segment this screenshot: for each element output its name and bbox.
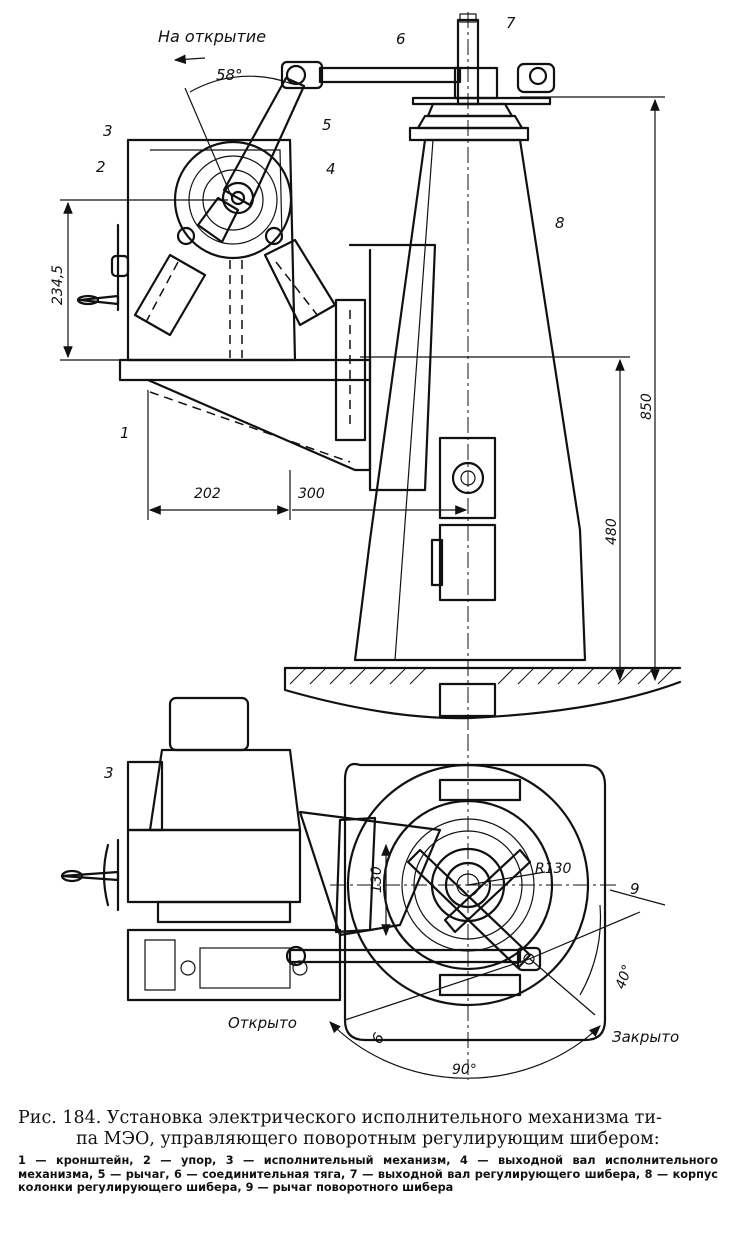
angle-58-label: 58° bbox=[216, 66, 243, 84]
callout-8: 8 bbox=[555, 214, 565, 232]
shutter-lever-plate bbox=[411, 96, 552, 106]
mount-plate-plan bbox=[126, 928, 342, 1002]
plan-view bbox=[60, 696, 666, 1080]
column-body bbox=[353, 138, 587, 662]
direction-arrow bbox=[173, 54, 206, 65]
motor-body bbox=[148, 748, 302, 832]
angle-90-arc bbox=[329, 1021, 601, 1079]
housing-leg-left bbox=[133, 253, 207, 337]
open-label: Открыто bbox=[228, 1014, 297, 1032]
callout-9: 9 bbox=[630, 880, 640, 898]
caption-title-line1: Рис. 184. Установка электрического испол… bbox=[18, 1108, 662, 1128]
callout-3-plan: 3 bbox=[104, 764, 114, 782]
connecting-rod bbox=[318, 66, 462, 84]
shutter-base bbox=[343, 762, 607, 1042]
actuator-housing bbox=[126, 138, 297, 362]
caption-title: Рис. 184. Установка электрического испол… bbox=[18, 1108, 718, 1150]
column-clamp bbox=[438, 436, 497, 520]
callout-6-plan: 6 bbox=[368, 1030, 388, 1047]
dimension-850: 850 bbox=[639, 393, 655, 420]
labels: На открытие 58° 3 2 4 5 6 7 8 1 202 300 … bbox=[50, 14, 679, 1078]
callout-4: 4 bbox=[326, 160, 336, 178]
angle-40: 40° bbox=[613, 963, 637, 992]
handwheel bbox=[110, 254, 130, 278]
mounting-plate bbox=[348, 243, 437, 492]
caption-legend: 1 — кронштейн, 2 — упор, 3 — исполнитель… bbox=[18, 1154, 718, 1194]
dimension-234: 234,5 bbox=[50, 265, 66, 305]
caption-title-line2: па МЭО, управляющего поворотным регулиру… bbox=[76, 1129, 660, 1149]
actuator-lever-5 bbox=[222, 76, 306, 207]
dimension-130: 130 bbox=[369, 866, 385, 893]
elevation-view bbox=[60, 12, 682, 750]
closed-label: Закрыто bbox=[612, 1028, 679, 1046]
shutter-disk bbox=[346, 763, 590, 1007]
direction-label: На открытие bbox=[158, 27, 266, 46]
column-top-flange bbox=[408, 126, 530, 142]
radius-130: R130 bbox=[535, 861, 572, 877]
angle-58-arc bbox=[189, 75, 293, 93]
actuator-box-plan bbox=[126, 828, 302, 904]
rod-plan bbox=[288, 948, 522, 964]
bracket-1 bbox=[118, 358, 372, 382]
callout-2: 2 bbox=[96, 158, 106, 176]
dimension-480: 480 bbox=[604, 518, 620, 545]
dimension-202: 202 bbox=[194, 486, 221, 502]
housing-leg-right bbox=[263, 238, 337, 327]
figure-caption: Рис. 184. Установка электрического испол… bbox=[18, 1108, 718, 1195]
callout-5: 5 bbox=[322, 116, 332, 134]
dimension-300: 300 bbox=[298, 486, 325, 502]
technical-drawing: На открытие 58° 3 2 4 5 6 7 8 1 202 300 … bbox=[50, 12, 682, 1080]
angle-90: 90° bbox=[452, 1062, 477, 1078]
stop-2 bbox=[196, 196, 240, 244]
callout-6: 6 bbox=[396, 30, 406, 48]
callout-1: 1 bbox=[120, 424, 130, 442]
bracket-plan bbox=[298, 810, 442, 937]
motor-top bbox=[168, 696, 250, 752]
callout-7: 7 bbox=[506, 14, 516, 32]
callout-3: 3 bbox=[103, 122, 113, 140]
